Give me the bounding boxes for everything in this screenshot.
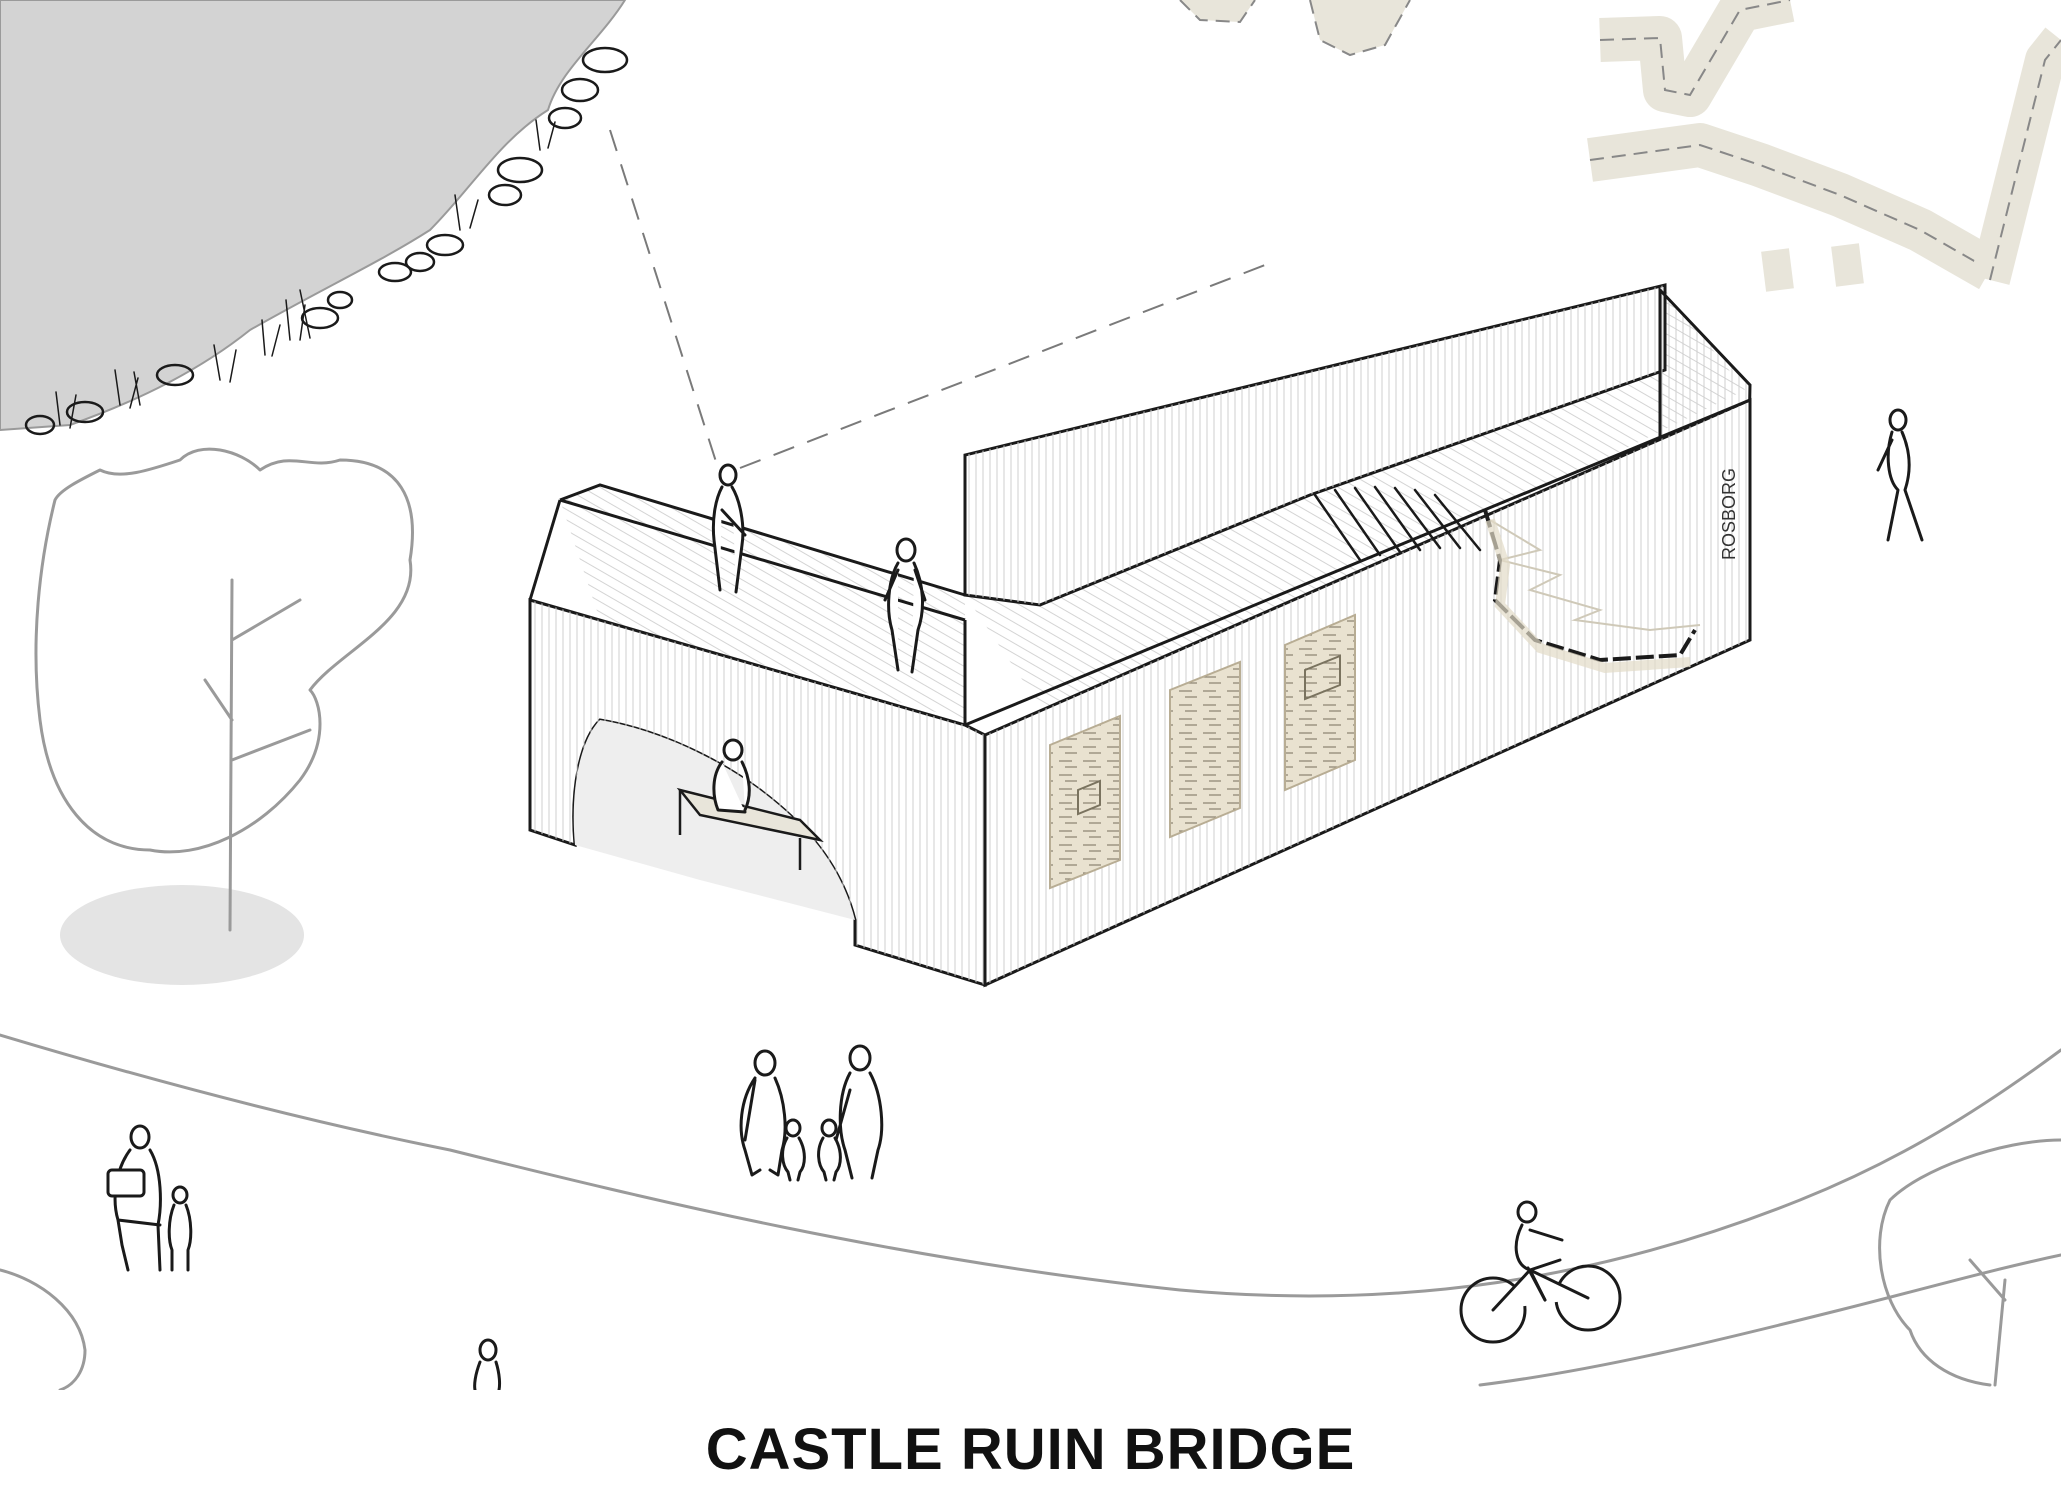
castle-ruin-foundations	[1179, 0, 2061, 292]
brick-panel-2	[1169, 660, 1241, 839]
person-sitting	[712, 738, 751, 814]
lake	[0, 0, 629, 436]
signature-rosborg: ROSBORG	[1719, 468, 1739, 560]
bridge-structure: ROSBORG	[528, 283, 1752, 988]
family-group	[739, 1044, 884, 1182]
mother-and-child	[106, 1124, 193, 1272]
person-on-bridge-2	[883, 537, 927, 674]
brick-panel-3	[1284, 613, 1356, 792]
person-walking-right	[1876, 408, 1924, 542]
person-bottom-partial	[473, 1338, 502, 1390]
tree-right	[1878, 1138, 2061, 1387]
castle-ruin-bridge-sketch: ROSBORG	[0, 0, 2061, 1390]
bush-bottom-left	[0, 1268, 87, 1390]
caption-title: CASTLE RUIN BRIDGE	[705, 1416, 1356, 1482]
path	[0, 1033, 2061, 1387]
brick-panel-1	[1049, 714, 1121, 890]
tree-left	[34, 447, 414, 985]
cyclist	[1459, 1200, 1622, 1344]
person-on-bridge-1	[711, 463, 747, 594]
sight-lines	[609, 129, 1266, 469]
